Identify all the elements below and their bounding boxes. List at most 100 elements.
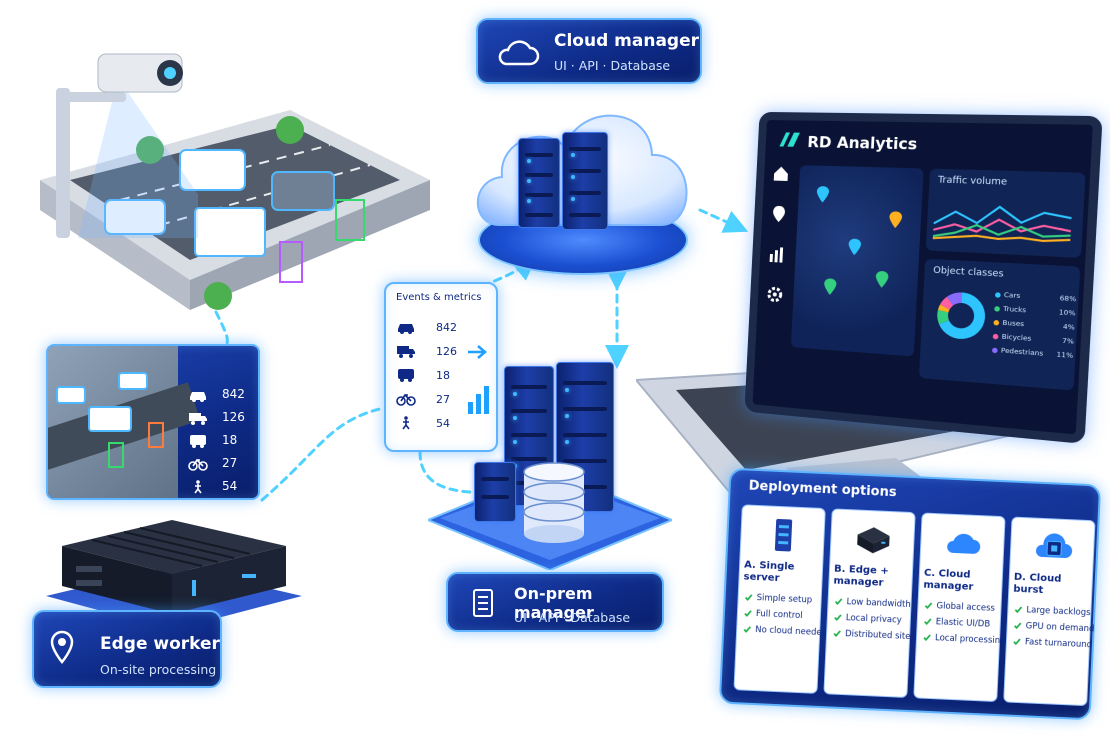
check-icon: [743, 626, 752, 633]
stat-row: 18: [188, 432, 258, 455]
edge-worker-subtitle: On-site processing: [100, 662, 217, 677]
feature-item: No cloud needed: [743, 621, 828, 641]
feature-text: Full control: [755, 609, 803, 622]
map-pin-icon: [875, 270, 889, 289]
legend-swatch: [994, 292, 1001, 298]
onprem-manager-title: On-prem manager: [514, 584, 594, 622]
feature-item: Local processing: [923, 630, 1006, 650]
legend-name: Bicycles: [1001, 332, 1032, 343]
map-pin-icon: [888, 211, 903, 229]
feature-item: GPU on demand: [1013, 618, 1095, 638]
pedestrian-icon: [396, 416, 416, 430]
deployment-option-name: B. Edge + manager: [833, 563, 889, 589]
check-icon: [833, 630, 841, 637]
deployment-option-name: A. Single server: [743, 559, 795, 585]
cloud-server-left: [518, 138, 560, 228]
stat-value: 18: [436, 369, 450, 382]
stat-row: 27: [396, 390, 466, 414]
object-classes-label: Object classes: [932, 265, 1004, 280]
analytics-dashboard: RD Analytics Traffic volume Object class…: [744, 111, 1103, 444]
deployment-option-name: D. Cloud burst: [1013, 571, 1062, 597]
camera-icon: [56, 53, 198, 238]
traffic-line-chart: [932, 192, 1077, 251]
stat-row: 18: [396, 366, 466, 390]
stat-value: 842: [222, 387, 245, 401]
rd-logo-icon: [779, 132, 800, 147]
cloud-to-laptop-line: [698, 208, 749, 233]
legend-percent: 11%: [1056, 350, 1074, 361]
map-pin-icon: [816, 186, 830, 203]
feature-text: Distributed sites: [844, 629, 916, 643]
car-icon: [396, 320, 416, 334]
legend-percent: 4%: [1062, 322, 1075, 332]
deployment-option-name: C. Cloud manager: [923, 567, 974, 593]
server-document-icon: [473, 589, 493, 617]
feature-text: No cloud needed: [754, 625, 828, 639]
feature-item: Large backlogs: [1014, 602, 1095, 622]
home-icon[interactable]: [772, 164, 791, 183]
gear-icon[interactable]: [766, 285, 785, 304]
onprem-manager-subtitle: UI · API · Database: [514, 610, 631, 625]
feature-text: Fast turnaround: [1024, 637, 1093, 651]
cloud-manager-card: Cloud manager UI · API · Database: [476, 18, 702, 84]
truck-icon: [396, 344, 416, 358]
location-icon[interactable]: [770, 205, 789, 224]
database-icon: [523, 462, 585, 543]
feature-item: Global access: [924, 598, 1005, 618]
check-icon: [923, 634, 931, 641]
check-icon: [1014, 606, 1023, 614]
truck-icon: [188, 411, 208, 425]
stat-row: 126: [396, 342, 466, 366]
traffic-volume-label: Traffic volume: [937, 175, 1008, 188]
edge-box-icon: [853, 518, 895, 560]
legend-name: Buses: [1002, 318, 1025, 329]
legend-name: Pedestrians: [1000, 346, 1044, 358]
stat-value: 27: [436, 393, 450, 406]
legend-percent: 7%: [1061, 336, 1075, 346]
check-icon: [1014, 622, 1022, 630]
feature-text: Local processing: [934, 633, 1006, 647]
legend-name: Cars: [1003, 290, 1021, 301]
onprem-manager-card: On-prem manager UI · API · Database: [446, 572, 664, 632]
edge-worker-title: Edge worker: [100, 634, 220, 654]
feature-item: Elastic UI/DB: [923, 614, 1004, 634]
legend-percent: 10%: [1058, 307, 1076, 318]
bar-chart-icon[interactable]: [768, 245, 787, 264]
legend-swatch: [993, 319, 1000, 326]
street-scene: [40, 110, 430, 310]
traffic-volume-panel: Traffic volume: [925, 168, 1086, 258]
stat-value: 126: [222, 410, 245, 424]
feature-text: Local privacy: [845, 613, 902, 626]
check-icon: [924, 618, 932, 626]
stat-row: 126: [188, 409, 258, 432]
legend-swatch: [991, 347, 998, 354]
location-pin-icon: [50, 630, 74, 664]
legend-name: Trucks: [1002, 304, 1027, 315]
legend-swatch: [994, 306, 1000, 312]
bus-icon: [188, 434, 208, 448]
server-icon: [763, 514, 805, 556]
cloud-icon: [498, 40, 540, 66]
feature-item: Simple setup: [744, 590, 825, 610]
events-to-onprem-line: [418, 450, 472, 494]
check-icon: [744, 610, 752, 617]
bar-chart-icon: [468, 386, 489, 414]
map-view[interactable]: [790, 165, 924, 357]
detected-vehicles: [104, 149, 365, 283]
stat-row: 54: [188, 478, 258, 498]
feature-item: Fast turnaround: [1013, 634, 1094, 654]
stat-value: 27: [222, 456, 238, 470]
cloud-manager-subtitle: UI · API · Database: [554, 58, 671, 73]
edge-to-events-line: [260, 406, 386, 502]
cloud-gpu-icon: [1032, 527, 1074, 569]
